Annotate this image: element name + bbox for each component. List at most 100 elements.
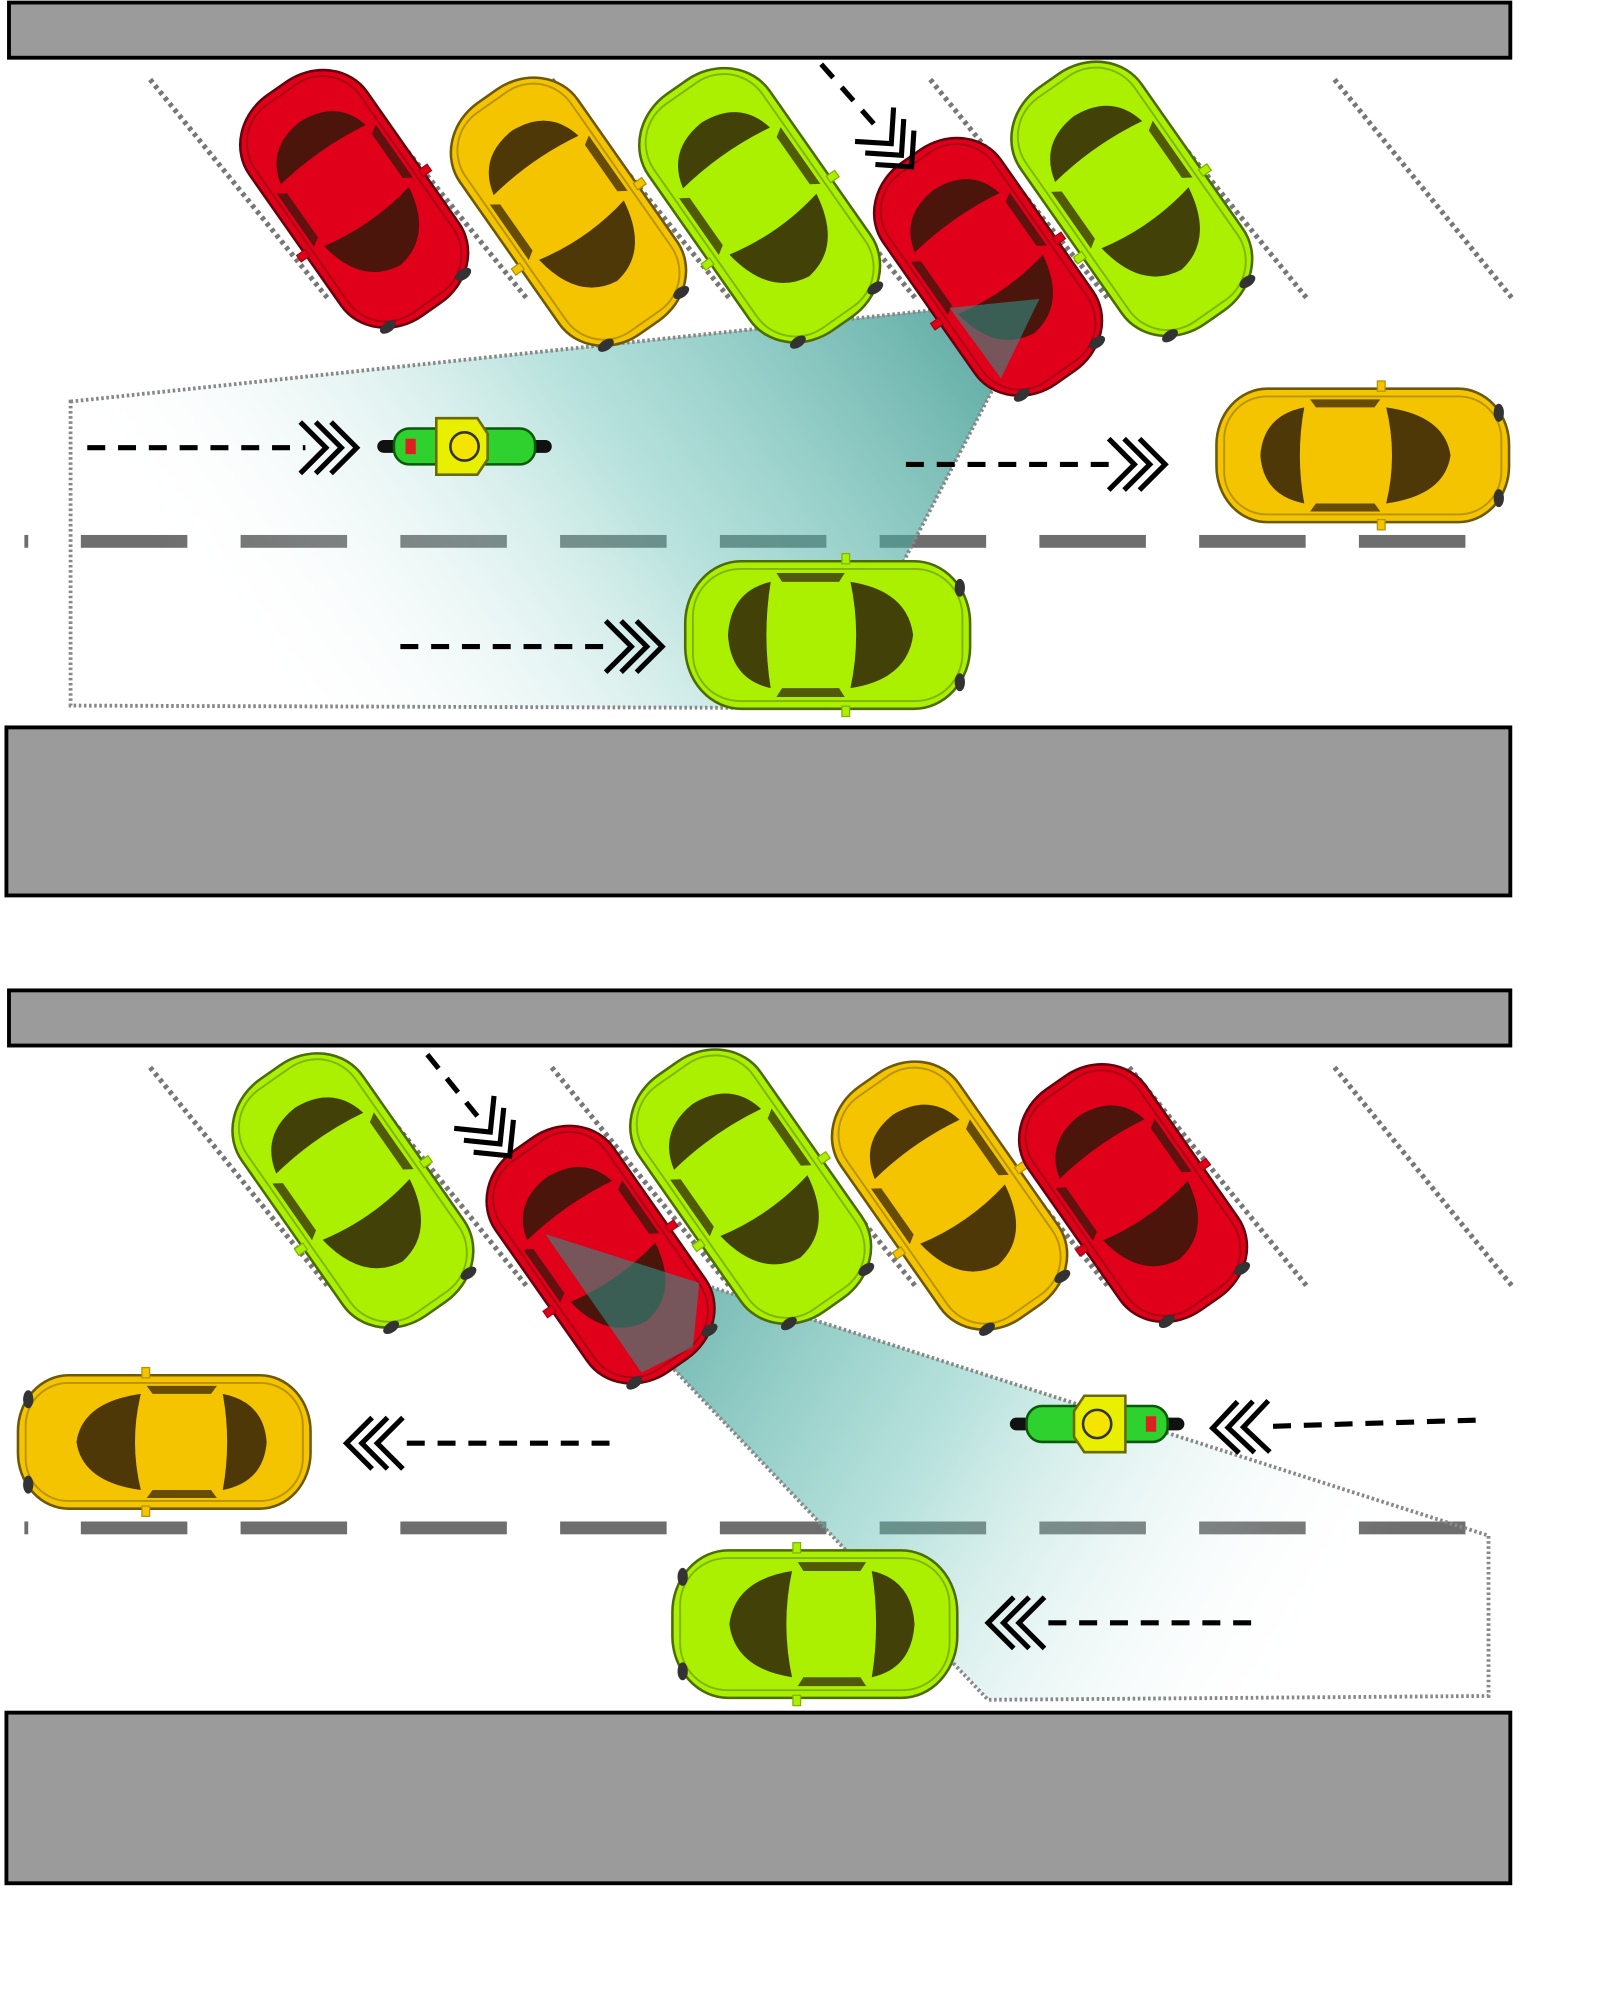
headlight: [701, 1323, 718, 1337]
bottom-sidewalk: [4, 725, 1513, 898]
direction-chevron-icon: [342, 1415, 405, 1471]
rear-window: [678, 112, 771, 189]
windshield: [920, 1184, 1016, 1272]
mirror: [293, 1242, 309, 1257]
rear-window: [727, 581, 771, 689]
headlight: [379, 320, 396, 334]
direction-arrow: [400, 619, 666, 675]
mirror: [542, 1304, 557, 1319]
car-body-highlight: [691, 567, 964, 703]
car-body-highlight: [24, 1381, 304, 1502]
side-window: [776, 688, 845, 697]
car-body-highlight: [492, 1130, 709, 1379]
car-icon: [830, 1060, 1071, 1336]
car-body: [238, 68, 470, 329]
side-window: [910, 261, 952, 315]
chevron: [1239, 1398, 1272, 1454]
headlight: [1239, 274, 1256, 289]
headlight: [460, 1266, 477, 1280]
direction-chevron-icon: [1106, 436, 1169, 492]
car-body-highlight: [644, 73, 875, 338]
rear-window: [1055, 1105, 1145, 1179]
chevron: [854, 107, 897, 147]
windshield: [729, 193, 828, 283]
windshield: [539, 200, 635, 288]
lane-dash: [24, 1521, 29, 1535]
chevron: [875, 130, 917, 170]
direction-chevron-icon: [1209, 1398, 1272, 1455]
chevron: [603, 619, 635, 675]
windshield: [1103, 1181, 1198, 1267]
rear-window: [669, 1093, 762, 1170]
car-icon: [683, 552, 972, 718]
headlight: [626, 1376, 643, 1390]
windshield: [322, 1178, 421, 1269]
headlight: [1493, 403, 1504, 422]
direction-arrow: [819, 62, 917, 170]
chevron: [1106, 436, 1138, 492]
side-window: [1310, 399, 1381, 408]
car-icon: [1010, 60, 1256, 343]
car-body-highlight: [879, 143, 1097, 391]
headlight: [597, 338, 614, 352]
direction-arrow: [984, 1595, 1252, 1651]
mirror: [816, 1150, 832, 1165]
taillight: [405, 438, 416, 455]
windshield: [720, 1175, 819, 1265]
side-window: [146, 1385, 217, 1394]
side-window: [272, 1183, 316, 1241]
mirror: [1072, 250, 1088, 265]
top-curb: [7, 0, 1513, 60]
side-window: [146, 1489, 217, 1498]
vision-cone-overlap: [545, 1234, 700, 1373]
headlight: [1054, 1269, 1071, 1284]
headlight: [780, 1316, 797, 1331]
side-window: [966, 1119, 1009, 1176]
direction-chevron-icon: [298, 420, 361, 476]
parking-space-line: [1332, 77, 1514, 300]
lane-dash: [80, 1521, 188, 1535]
car-icon: [449, 76, 690, 352]
windshield: [1101, 187, 1200, 277]
chevron: [619, 619, 651, 675]
windshield: [1386, 407, 1451, 504]
side-window: [618, 1180, 660, 1234]
windshield: [76, 1393, 141, 1490]
side-window: [489, 204, 533, 261]
headlight: [1013, 388, 1030, 402]
lane-dash: [240, 1521, 348, 1535]
chevron: [313, 420, 345, 476]
mirror: [691, 1238, 706, 1253]
side-window: [776, 573, 845, 582]
chevron: [473, 1119, 517, 1159]
side-window: [1055, 1187, 1097, 1241]
headlight: [858, 1262, 875, 1277]
headlight: [1158, 1314, 1175, 1329]
headlight: [455, 267, 472, 282]
mirror: [1196, 1157, 1212, 1172]
car-icon: [1215, 380, 1511, 531]
car-body-highlight: [237, 1058, 468, 1323]
parking-space-line: [148, 77, 330, 300]
mirror: [1376, 380, 1386, 392]
side-window: [1310, 503, 1381, 512]
helmet: [1081, 1408, 1113, 1440]
top-curb: [7, 988, 1513, 1048]
car-body: [671, 1549, 959, 1700]
lane-dash: [719, 1521, 827, 1535]
mirror: [664, 1219, 679, 1234]
side-window: [1051, 191, 1095, 249]
chevron: [1224, 1399, 1257, 1455]
headlight: [677, 1567, 688, 1586]
dashed-path: [1263, 1417, 1476, 1430]
direction-chevron-icon: [984, 1595, 1047, 1651]
chevron: [1015, 1595, 1047, 1651]
direction-arrow: [87, 420, 361, 476]
mirror: [632, 176, 648, 191]
car-body-highlight: [635, 1054, 866, 1319]
side-window: [1150, 1118, 1192, 1173]
headlight: [673, 285, 690, 300]
rear-window: [871, 1571, 915, 1678]
lane-dash: [1199, 534, 1306, 548]
